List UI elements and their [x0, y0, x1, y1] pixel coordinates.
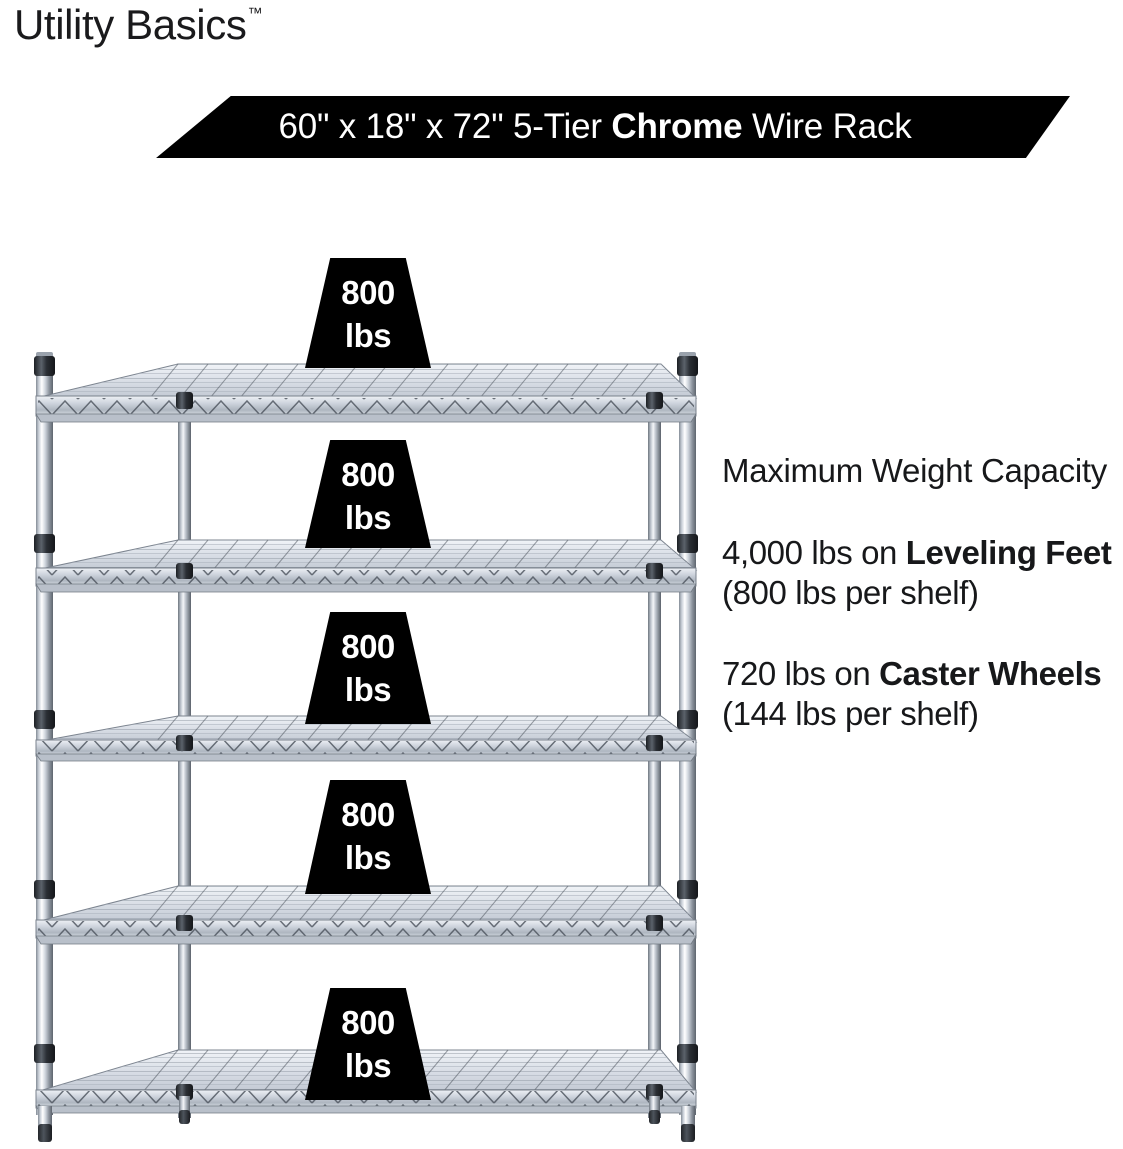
- weight-badge-tier-4: 800 lbs: [305, 780, 431, 894]
- weight-badge-value: 800: [341, 456, 395, 493]
- spec-emphasis: Caster Wheels: [879, 655, 1102, 693]
- spec-emphasis: Leveling Feet: [905, 533, 1112, 571]
- shelf-tier-4: [34, 880, 698, 945]
- weight-badge-value: 800: [341, 274, 395, 311]
- spec-lead: 720 lbs on: [722, 655, 880, 693]
- weight-badge-tier-1: 800 lbs: [305, 258, 431, 368]
- capacity-info-panel: Maximum Weight Capacity 4,000 lbs on Lev…: [722, 452, 1122, 733]
- weight-badge-value: 800: [341, 796, 395, 833]
- product-title-text: 60" x 18" x 72" 5-Tier Chrome Wire Rack: [278, 107, 911, 147]
- spec-tail: (800 lbs per shelf): [722, 573, 979, 611]
- weight-badge-unit: lbs: [344, 498, 392, 536]
- brand-name: Utility Basics: [14, 1, 247, 48]
- weight-badge-unit: lbs: [344, 316, 392, 354]
- capacity-spec-leveling-feet: 4,000 lbs on Leveling Feet (800 lbs per …: [722, 533, 1122, 612]
- weight-badge-tier-3: 800 lbs: [305, 612, 431, 724]
- weight-badge-unit: lbs: [344, 838, 392, 876]
- shelf-tier-2: [34, 534, 698, 593]
- shelf-tier-3: [34, 710, 698, 762]
- capacity-spec-caster-wheels: 720 lbs on Caster Wheels (144 lbs per sh…: [722, 654, 1122, 733]
- shelf-tier-5: [34, 1044, 698, 1114]
- brand-logo: Utility Basics™: [14, 1, 263, 48]
- banner-emphasis: Chrome: [611, 107, 743, 146]
- product-title-banner: 60" x 18" x 72" 5-Tier Chrome Wire Rack: [156, 96, 1070, 158]
- wire-rack-illustration: [34, 352, 698, 1142]
- banner-suffix: Wire Rack: [742, 107, 912, 146]
- weight-badge-value: 800: [341, 1004, 395, 1041]
- spec-tail: (144 lbs per shelf): [722, 694, 979, 732]
- leveling-feet: [38, 1096, 695, 1142]
- weight-badge-value: 800: [341, 628, 395, 665]
- spec-lead: 4,000 lbs on: [722, 533, 906, 571]
- shelf-tier-1: [34, 356, 698, 423]
- weight-badge-unit: lbs: [344, 1046, 392, 1084]
- weight-badge-tier-2: 800 lbs: [305, 440, 431, 548]
- trademark-symbol: ™: [247, 5, 263, 22]
- weight-badge-unit: lbs: [344, 670, 392, 708]
- weight-badge-tier-5: 800 lbs: [305, 988, 431, 1100]
- capacity-heading: Maximum Weight Capacity: [722, 452, 1107, 489]
- banner-prefix: 60" x 18" x 72" 5-Tier: [278, 107, 612, 146]
